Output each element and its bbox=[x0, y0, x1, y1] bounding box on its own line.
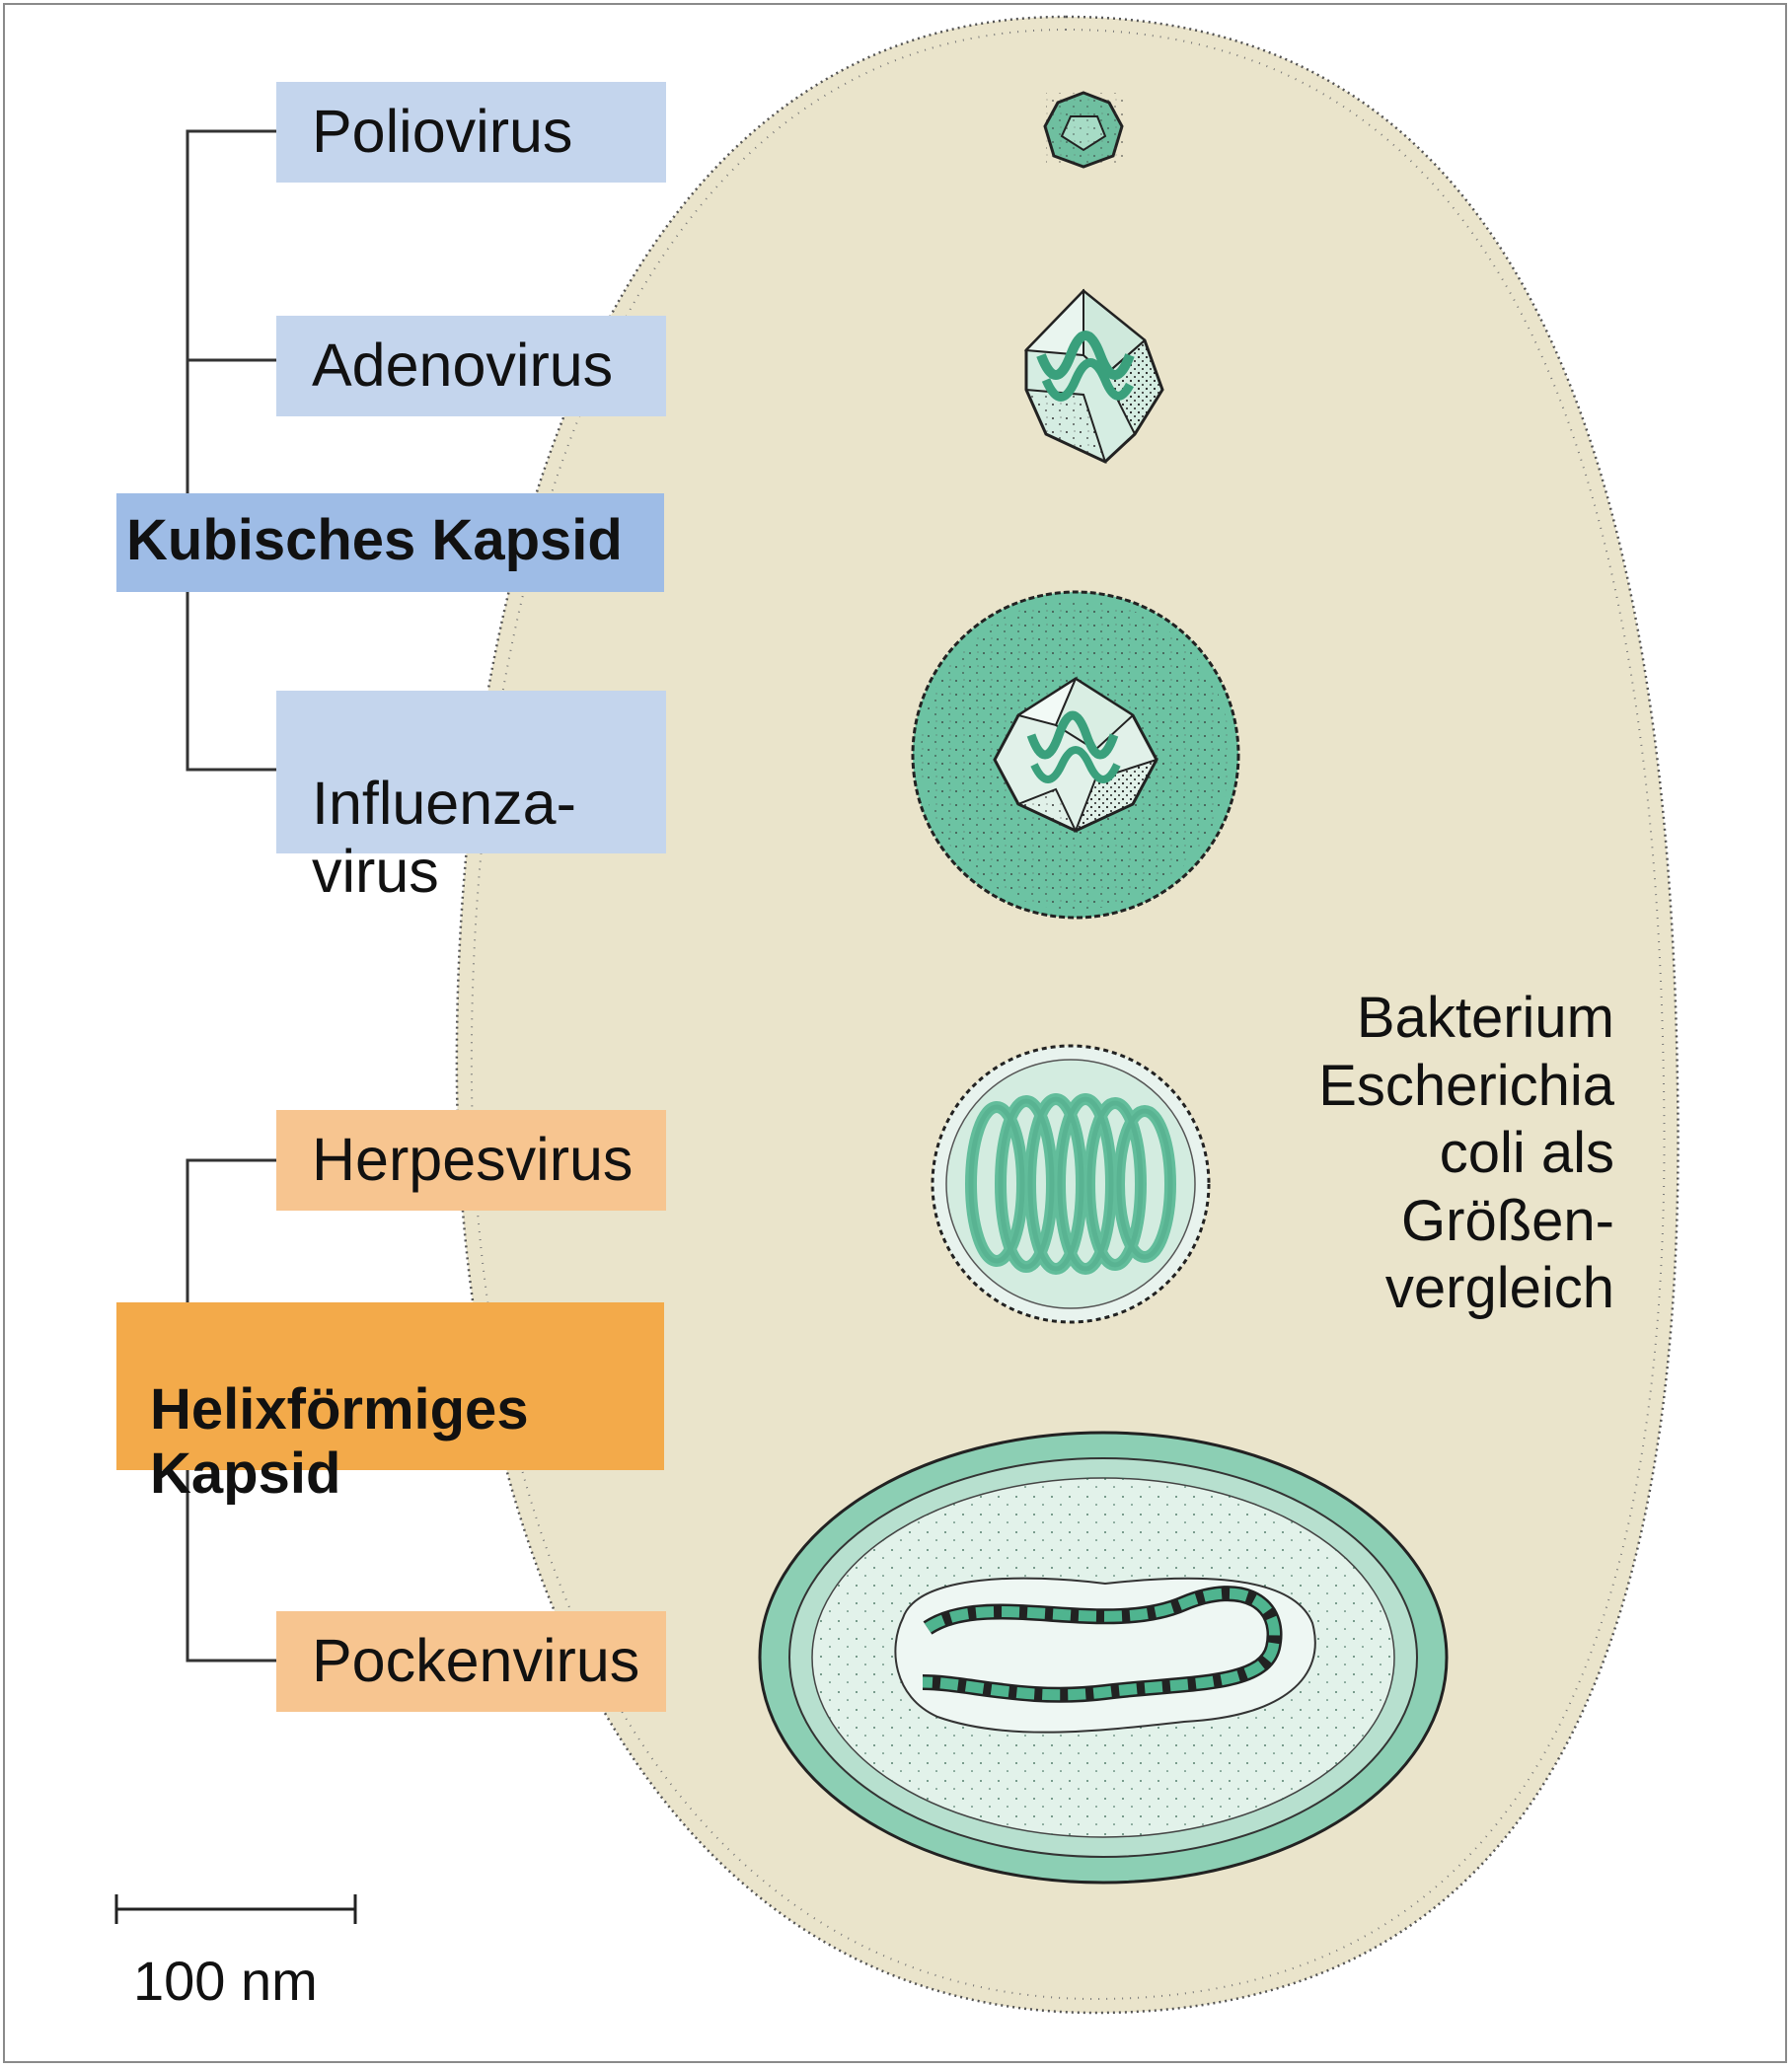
influenzavirus-label: Influenza- virus bbox=[276, 691, 666, 853]
scale-bar bbox=[116, 1894, 355, 1924]
bacterium-label-text: Bakterium Escherichia coli als Größen- v… bbox=[1318, 986, 1614, 1320]
poliovirus-illustration bbox=[1045, 93, 1123, 167]
poliovirus-label-text: Poliovirus bbox=[312, 98, 572, 165]
cubic-capsid-title-text: Kubisches Kapsid bbox=[126, 508, 623, 572]
cubic-bracket-lines bbox=[187, 131, 276, 770]
scale-bar-label: 100 nm bbox=[133, 1949, 318, 2013]
herpesvirus-label-text: Herpesvirus bbox=[312, 1126, 633, 1193]
pockenvirus-label: Pockenvirus bbox=[276, 1611, 666, 1712]
helical-capsid-title: Helixförmiges Kapsid bbox=[116, 1302, 664, 1470]
adenovirus-label: Adenovirus bbox=[276, 316, 666, 416]
cubic-capsid-title: Kubisches Kapsid bbox=[116, 493, 664, 592]
poliovirus-label: Poliovirus bbox=[276, 82, 666, 183]
bacterium-label: Bakterium Escherichia coli als Größen- v… bbox=[1318, 918, 1614, 1323]
pockenvirus-label-text: Pockenvirus bbox=[312, 1627, 639, 1694]
adenovirus-label-text: Adenovirus bbox=[312, 332, 613, 399]
herpesvirus-illustration bbox=[933, 1046, 1209, 1322]
herpesvirus-label: Herpesvirus bbox=[276, 1110, 666, 1211]
influenzavirus-illustration bbox=[913, 592, 1238, 918]
pockenvirus-illustration bbox=[760, 1433, 1447, 1883]
